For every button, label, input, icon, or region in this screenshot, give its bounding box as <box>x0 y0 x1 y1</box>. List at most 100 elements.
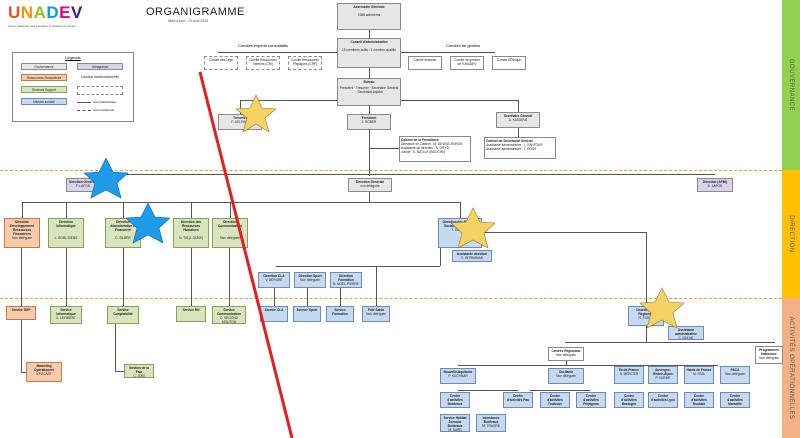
dgd-title: Direction Générale <box>355 180 385 184</box>
centre-pau: Centre d'activités Pau <box>503 392 533 408</box>
cabinet-secretariat: Cabinet du Secrétariat Général Assistant… <box>484 137 556 159</box>
connector <box>276 266 440 267</box>
centre-title: Centre d'activités Bastogne <box>621 394 637 406</box>
intendance-name: M. TRAORE <box>482 424 500 428</box>
service-title: Service RH <box>182 308 200 312</box>
service-title: Service Formation <box>332 308 348 316</box>
cabinet-line: Assistante de direction : S. GRYG <box>401 146 449 150</box>
centre-title: Centre d'activités Perpignan <box>583 394 599 406</box>
star-blue-icon <box>125 202 171 244</box>
dept-name: N. TIS (L.GUNS) <box>179 236 203 240</box>
connector <box>21 372 26 373</box>
ag-title: Assemblée Générale <box>353 5 385 9</box>
cabinet-line: Directrice de Cabinet : M. DEVINE-HURON <box>401 142 463 146</box>
region-name: Non déléguée <box>556 374 576 378</box>
subdir-title: Direction Formation <box>338 274 354 282</box>
star-yellow-icon <box>450 207 496 249</box>
service-title: Service Comptabilité <box>113 308 133 316</box>
connector <box>401 52 495 53</box>
connector <box>566 361 567 365</box>
region-occitanie: Occitanie Non déléguée <box>548 368 584 384</box>
service-title: Service Communication <box>216 308 242 316</box>
connector <box>191 248 192 306</box>
region-title: Île-de-France <box>619 368 639 372</box>
connector <box>369 148 399 149</box>
paie-title: Gestion de la Paie <box>128 366 149 374</box>
connector <box>22 202 460 203</box>
service-sport: Service Sport <box>293 306 321 322</box>
connector <box>240 100 241 114</box>
connector <box>191 202 192 218</box>
habitat-title: Service Habitat Domotic Bordeaux <box>443 416 467 428</box>
comite-ethique: Comité d'Éthique <box>492 56 526 70</box>
cabinet-sg-title: Cabinet du Secrétariat Général <box>486 139 533 143</box>
cr-title: Centres Régionaux <box>551 349 581 353</box>
connector <box>482 232 646 233</box>
connector <box>307 288 308 306</box>
section-separator <box>0 298 782 299</box>
connector <box>66 248 67 306</box>
legend-gouvernance: Gouvernance <box>21 63 67 70</box>
coord-name: R. FOSSE <box>638 316 654 320</box>
region-title: Hauts de France <box>686 368 712 372</box>
assistante-administrative: Assistante administrative C. NOLNE <box>668 326 704 340</box>
region-nouvelle-aquitaine: Nouvelle-Aquitaine P. KUCHNAR <box>440 368 476 384</box>
pn-name: Non délégués <box>759 356 779 360</box>
assistante-name: C. INTRIMMAN <box>460 256 484 260</box>
president-title: Président <box>361 116 377 120</box>
connector <box>369 130 370 176</box>
connector <box>218 52 337 53</box>
dafmi-name: D. LAFON <box>707 184 723 188</box>
region-title: Occitanie <box>558 370 574 374</box>
cabinet-sg-line: Assistante administrative : T. ROSS <box>486 147 537 151</box>
legend-line-func-label: Lien fonctionnel <box>93 108 115 112</box>
service-title: Service CLA <box>264 308 284 312</box>
region-idf: Île-de-France A. MERCIER <box>614 366 644 384</box>
legend-line-hier-label: Lien hiérarchique <box>93 100 117 104</box>
region-title: Nouvelle-Aquitaine <box>443 370 473 374</box>
red-diagonal-line <box>198 71 294 438</box>
connector <box>123 248 124 306</box>
service-title: Service DRF <box>11 308 31 312</box>
gestion-paie: Gestion de la Paie C. JONI <box>124 364 154 378</box>
centre-bastogne: Centre d'activités Bastogne <box>614 392 644 408</box>
tresorier-title: Trésorier <box>233 116 247 120</box>
band-gouvernance: GOUVERNANCE <box>782 0 800 170</box>
comite-financier: Comité financier <box>408 56 442 70</box>
direction-afmi: Direction (AFMI) D. LAFON <box>697 178 733 192</box>
region-title: Auvergne-Rhône-Alpes <box>653 368 673 376</box>
dgd-name: non déléguée <box>360 184 380 188</box>
bureau-sub: Président · Trésorier · Secrétaire Génér… <box>339 86 399 94</box>
service-formation: Service Formation <box>326 306 354 322</box>
dept-title: Direction Développement Ressources Finan… <box>10 220 34 236</box>
region-paca: PACA Non déléguée <box>720 366 750 384</box>
ca-title: Conseil d'administration <box>350 40 388 44</box>
service-title: Service Informatique <box>56 308 76 316</box>
dept-title: Direction Informatique <box>56 220 76 228</box>
region-name: Non déléguée <box>725 372 745 376</box>
comite-legs: Comité des Legs <box>204 56 238 70</box>
secretaire-title: Secrétaire Général <box>503 114 533 118</box>
dept-name: C. SILBER <box>115 236 131 240</box>
assistante-direction: Assistante direction C. INTRIMMAN <box>452 250 492 262</box>
region-name: P. KUCHNAR <box>448 374 468 378</box>
connector <box>123 202 124 218</box>
comite-crp: Comité Ressources Physiques (CRP) <box>288 56 322 70</box>
legend-title: Légende <box>65 55 81 60</box>
legend-line-func <box>77 110 91 111</box>
connector <box>21 248 22 306</box>
star-yellow-icon <box>235 94 277 133</box>
dept-informatique: Direction Informatique L. ROBL DIENS <box>48 218 84 248</box>
connector <box>21 320 22 372</box>
tresorier-name: F. DELPINO <box>231 120 249 124</box>
connector <box>369 68 370 78</box>
comite-cri: Comité Ressources Internes (CRI) <box>246 56 280 70</box>
connector <box>95 174 715 175</box>
centre-perpignan: Centre d'activités Perpignan <box>576 392 606 408</box>
pole-sante: Pôle Santé Non déléguée <box>362 306 390 322</box>
region-name: M. RIVA <box>693 372 705 376</box>
cabinet-sg-line: Assistante administrative : L. FANTOUR <box>486 143 543 147</box>
habitat-name: M. SARB <box>448 428 462 432</box>
paie-name: C. JONI <box>133 374 145 378</box>
